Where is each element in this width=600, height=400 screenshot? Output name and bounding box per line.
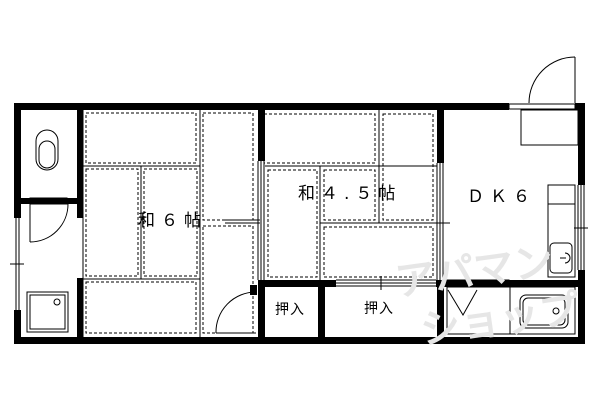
room-label-4-5-jo: 和４.５帖 xyxy=(298,184,402,204)
shower-unit-icon xyxy=(26,291,69,333)
tatami-4-5 xyxy=(263,110,437,280)
fridge-space-icon xyxy=(547,184,576,278)
kitchen-counter-icon xyxy=(446,286,576,335)
closet-label-b: 押入 xyxy=(364,301,394,317)
room-label-dk-6: ＤＫ６ xyxy=(467,187,536,207)
shoe-cabinet-icon xyxy=(520,109,579,146)
closet-label-a: 押入 xyxy=(275,302,305,318)
toilet-icon xyxy=(35,129,59,171)
tatami-6 xyxy=(82,110,254,337)
room-label-6-jo: 和６帖 xyxy=(138,211,207,231)
windows xyxy=(10,103,588,310)
walls xyxy=(14,103,585,344)
doors xyxy=(29,56,576,334)
